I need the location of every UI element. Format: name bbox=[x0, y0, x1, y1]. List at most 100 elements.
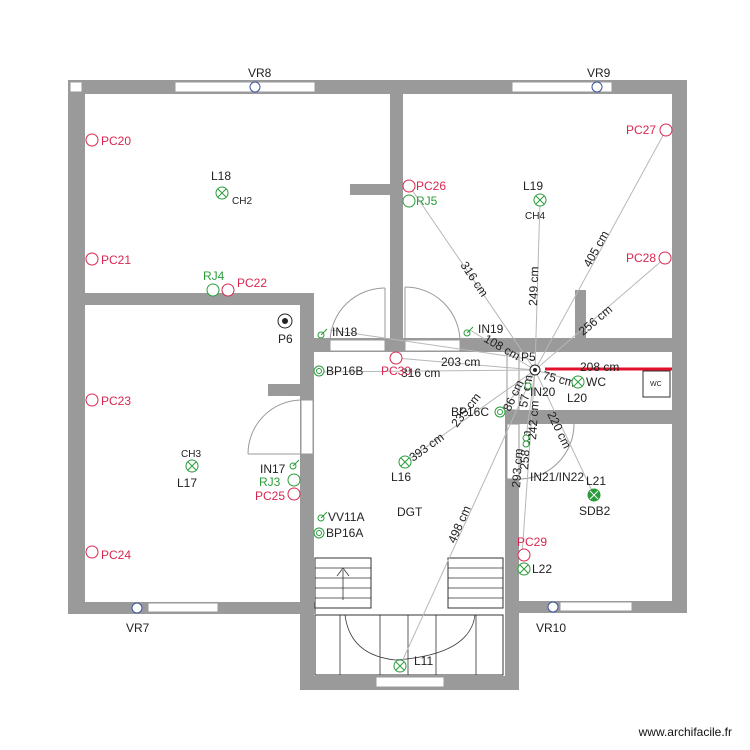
label-vr10: VR10 bbox=[536, 621, 566, 635]
label-pc21: PC21 bbox=[101, 253, 131, 267]
light-l17-icon bbox=[185, 459, 199, 473]
switches: IN18 IN19 BP16B BP16C IN17 VV11A BP16A I… bbox=[260, 322, 584, 540]
label-vr7: VR7 bbox=[126, 621, 150, 635]
wall-ch2-ch3 bbox=[68, 293, 314, 305]
light-l16-icon bbox=[398, 455, 412, 469]
label-l22: L22 bbox=[532, 562, 552, 576]
label-in19: IN19 bbox=[478, 322, 504, 336]
windows bbox=[69, 81, 633, 688]
socket-pc25-icon bbox=[287, 487, 301, 501]
label-rj4: RJ4 bbox=[203, 269, 225, 283]
window-markers bbox=[131, 81, 603, 614]
label-vv11a: VV11A bbox=[328, 510, 364, 524]
light-l20-icon bbox=[571, 375, 585, 389]
stair-landing bbox=[314, 614, 504, 676]
label-l16: L16 bbox=[391, 470, 411, 484]
rj4-icon bbox=[206, 283, 220, 297]
stairs bbox=[314, 557, 504, 676]
window-vr8 bbox=[174, 81, 316, 93]
label-pc20: PC20 bbox=[101, 134, 131, 148]
label-ch2: CH2 bbox=[232, 196, 252, 207]
label-ch3: CH3 bbox=[181, 449, 201, 460]
label-in17: IN17 bbox=[260, 462, 286, 476]
label-dgt: DGT bbox=[397, 505, 423, 519]
wall-stair-left bbox=[300, 602, 314, 690]
switch-in21-icon bbox=[522, 434, 530, 442]
label-bp16c: BP16C bbox=[451, 405, 489, 419]
label-pc24: PC24 bbox=[101, 548, 131, 562]
dim-258: 258 cm bbox=[517, 430, 534, 470]
label-l19: L19 bbox=[523, 179, 543, 193]
light-l18-icon bbox=[215, 186, 229, 200]
door-ch4-arc bbox=[404, 286, 461, 341]
socket-pc22-icon bbox=[221, 283, 235, 297]
light-l11-icon bbox=[393, 659, 407, 673]
network: RJ4 RJ5 RJ3 bbox=[203, 194, 438, 489]
vr9-marker-icon bbox=[591, 81, 603, 93]
window-stair bbox=[375, 676, 445, 688]
label-vr9: VR9 bbox=[587, 66, 611, 80]
junction-p5: P5 bbox=[521, 350, 541, 376]
wall-ch4-stub bbox=[575, 290, 586, 340]
door-ch3-arc bbox=[247, 399, 302, 455]
socket-pc23-icon bbox=[85, 393, 99, 407]
socket-pc30-icon bbox=[389, 351, 403, 365]
label-l21: L21 bbox=[586, 474, 606, 488]
label-pc28: PC28 bbox=[626, 251, 656, 265]
socket-pc20-icon bbox=[85, 133, 99, 147]
dim-405: 405 cm bbox=[580, 228, 611, 269]
socket-pc27-icon bbox=[659, 123, 673, 137]
light-l22-icon bbox=[517, 562, 531, 576]
junction-p6: P6 bbox=[277, 313, 293, 346]
label-pc26: PC26 bbox=[416, 179, 446, 193]
wall-wc-sdb bbox=[505, 410, 687, 424]
label-bp16a: BP16A bbox=[326, 526, 363, 540]
label-p6: P6 bbox=[278, 332, 293, 346]
wall-closet-stub bbox=[350, 184, 393, 195]
window-vr10 bbox=[559, 601, 633, 612]
socket-pc28-icon bbox=[658, 251, 672, 265]
switch-in22-icon bbox=[522, 440, 530, 448]
socket-pc29-icon bbox=[517, 548, 531, 562]
label-l20: L20 bbox=[567, 391, 587, 405]
light-l21-icon bbox=[587, 488, 601, 502]
label-pc23: PC23 bbox=[101, 394, 131, 408]
wall-ch2-ch4 bbox=[390, 80, 403, 338]
wall-stub-ch3 bbox=[268, 384, 302, 396]
label-rj3: RJ3 bbox=[259, 475, 281, 489]
label-l11: L11 bbox=[414, 654, 433, 668]
label-p5: P5 bbox=[521, 350, 536, 364]
vr7-marker-icon bbox=[131, 602, 143, 614]
dim-316-corridor: 316 cm bbox=[401, 366, 440, 380]
dim-393: 393 cm bbox=[407, 430, 447, 464]
dim-57: 57 cm bbox=[516, 374, 535, 409]
label-rj5: RJ5 bbox=[416, 194, 438, 208]
dim-316-ch4: 316 cm bbox=[458, 259, 492, 299]
label-bp16b: BP16B bbox=[326, 364, 363, 378]
label-wc: WC bbox=[586, 375, 606, 389]
door-sdb-opening bbox=[506, 423, 520, 480]
dim-203: 203 cm bbox=[441, 355, 480, 369]
socket-pc21-icon bbox=[85, 252, 99, 266]
socket-pc26-icon bbox=[402, 179, 416, 193]
label-in20: IN20 bbox=[530, 385, 556, 399]
label-in21-in22: IN21/IN22 bbox=[530, 470, 584, 484]
label-l18: L18 bbox=[211, 169, 231, 183]
dim-208: 208 cm bbox=[580, 360, 619, 374]
lights: L18 CH2 L19 CH4 CH3 L17 L16 L11 WC L20 bbox=[177, 169, 611, 673]
vr10-marker-icon bbox=[547, 601, 559, 613]
dim-249: 249 cm bbox=[526, 266, 541, 306]
site-credit[interactable]: www.archifacile.fr bbox=[638, 725, 732, 739]
label-l17: L17 bbox=[177, 476, 197, 490]
label-pc25: PC25 bbox=[255, 489, 285, 503]
vr8-marker-icon bbox=[249, 81, 261, 93]
wc-fixture bbox=[642, 370, 671, 398]
door-ch2-opening bbox=[329, 339, 386, 352]
label-vr8: VR8 bbox=[248, 66, 272, 80]
label-pc27: PC27 bbox=[626, 123, 656, 137]
dim-293: 293 cm bbox=[509, 448, 526, 488]
wc-fixture-label: WC bbox=[650, 381, 662, 388]
dim-242: 242 cm bbox=[525, 400, 542, 440]
stair-right-flight bbox=[447, 557, 504, 609]
